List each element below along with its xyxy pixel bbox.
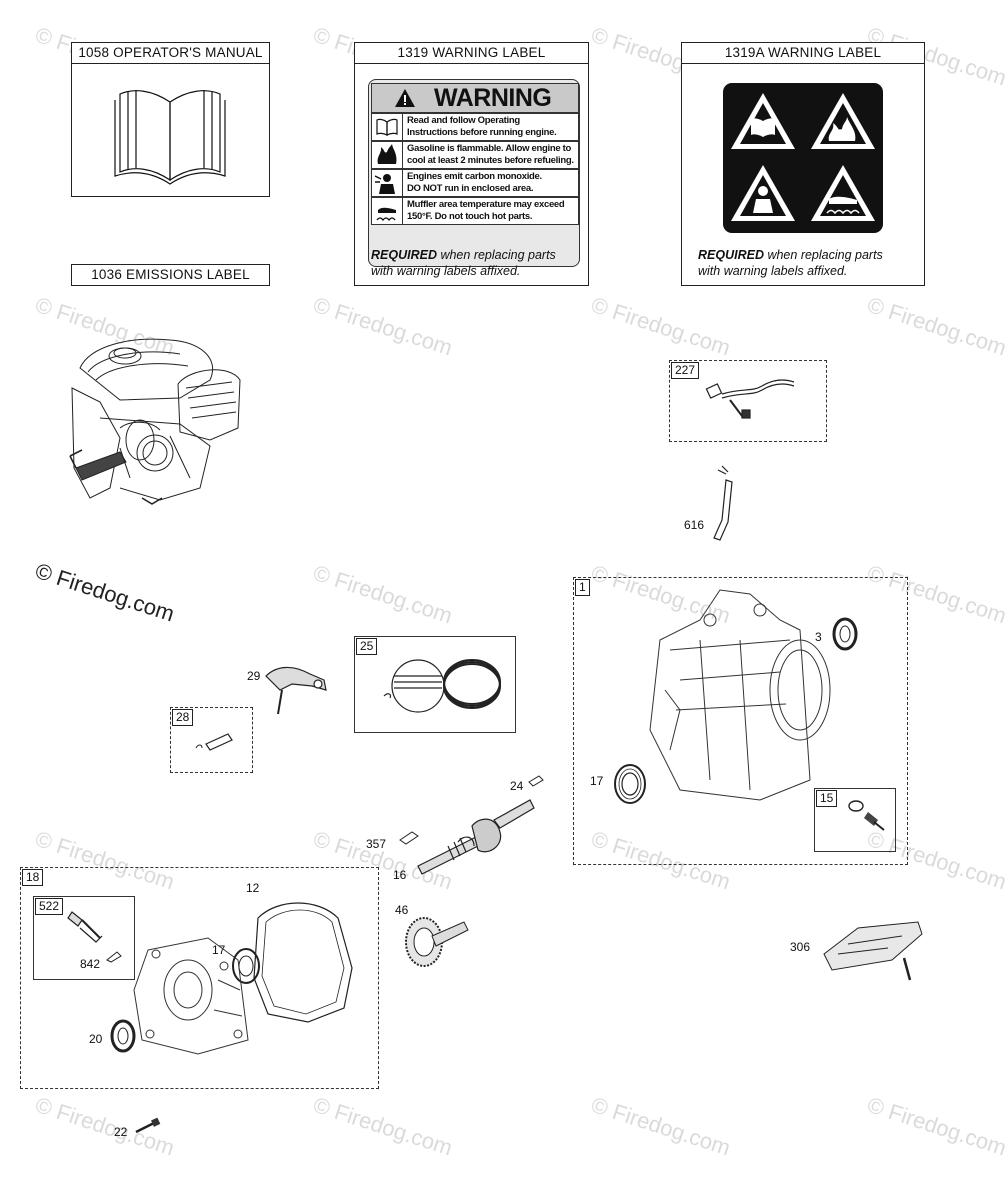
crankshaft-part <box>417 799 535 875</box>
warning-row-line: Read and follow Operating <box>407 115 520 126</box>
required-note: REQUIRED when replacing parts with warni… <box>371 247 556 279</box>
operators-manual-title: 1058 OPERATOR'S MANUAL <box>72 43 269 64</box>
warning-row-line: DO NOT run in enclosed area. <box>407 182 534 194</box>
baffle-part <box>823 921 923 981</box>
part-tag-18[interactable]: 18 <box>22 869 44 886</box>
drain-plug-part <box>848 800 885 831</box>
assembly-box-15 <box>814 788 896 852</box>
required-note-line2: with warning labels affixed. <box>371 264 521 278</box>
part-number-3[interactable]: 3 <box>815 630 822 644</box>
carbon-monoxide-warning-icon <box>731 165 795 221</box>
governor-arm-part <box>265 666 327 715</box>
key-part <box>399 831 419 845</box>
crankcase-part <box>649 589 831 801</box>
warning-label-a: 1319A WARNING LABEL REQUIRED when replac… <box>681 42 925 286</box>
part-number-24[interactable]: 24 <box>510 779 524 793</box>
assembly-box-25 <box>354 636 516 733</box>
part-tag-15[interactable]: 15 <box>816 790 838 807</box>
clip-part <box>106 951 122 963</box>
dipstick-part <box>713 465 733 541</box>
oil-seal-part <box>832 617 858 651</box>
assembly-box-28 <box>170 707 253 773</box>
crankcase-cover-part <box>133 937 249 1055</box>
warning-label-title: 1319 WARNING LABEL <box>355 43 588 64</box>
required-note-bold: REQUIRED <box>371 248 437 262</box>
engine-overview-illustration <box>69 338 241 505</box>
warning-banner-text: WARNING <box>434 84 552 112</box>
part-number-46[interactable]: 46 <box>395 903 409 917</box>
part-number-17[interactable]: 17 <box>212 943 226 957</box>
warning-label-a-title: 1319A WARNING LABEL <box>682 43 924 64</box>
warning-triangle-icon <box>395 89 415 107</box>
watermark: © Firedog.com <box>588 1092 734 1161</box>
part-number-357[interactable]: 357 <box>366 837 387 851</box>
bearing-part <box>614 764 646 804</box>
watermark-dark: © Firedog.com <box>32 558 178 627</box>
oil-seal-part <box>110 1019 136 1053</box>
warning-row-flammable: Gasoline is flammable. Allow engine to c… <box>371 141 579 169</box>
watermark: © Firedog.com <box>864 1092 1005 1161</box>
piston-pin-part <box>195 733 233 751</box>
watermark: © Firedog.com <box>310 560 456 629</box>
camshaft-gear-part <box>405 917 469 967</box>
warning-row-carbon-monoxide: Engines emit carbon monoxide. DO NOT run… <box>371 169 579 197</box>
watermark: © Firedog.com <box>310 292 456 361</box>
part-tag-1[interactable]: 1 <box>575 579 590 596</box>
part-tag-28[interactable]: 28 <box>172 709 194 726</box>
wire-harness-part <box>705 379 795 419</box>
warning-row-line: Engines emit carbon monoxide. <box>407 171 542 182</box>
watermark: © Firedog.com <box>864 292 1005 361</box>
part-number-12[interactable]: 12 <box>246 881 260 895</box>
required-note-line2: with warning labels affixed. <box>698 264 848 278</box>
part-tag-522[interactable]: 522 <box>35 898 64 915</box>
part-tag-227[interactable]: 227 <box>671 362 700 379</box>
watermark: © Firedog.com <box>588 292 734 361</box>
part-number-616[interactable]: 616 <box>684 518 705 532</box>
fire-warning-icon <box>811 93 875 149</box>
warning-label: 1319 WARNING LABEL WARNING Read and foll… <box>354 42 589 286</box>
required-note-bold: REQUIRED <box>698 248 764 262</box>
flame-icon <box>377 142 403 168</box>
warning-row-manual: Read and follow Operating Instructions b… <box>371 113 579 141</box>
part-number-306[interactable]: 306 <box>790 940 811 954</box>
operators-manual-label: 1058 OPERATOR'S MANUAL <box>71 42 270 197</box>
part-tag-25[interactable]: 25 <box>356 638 378 655</box>
required-note-rest: when replacing parts <box>763 248 883 262</box>
warning-row-line: cool at least 2 minutes before refueling… <box>407 154 574 166</box>
piston-rings-part <box>383 659 501 713</box>
bolt-part <box>135 1117 161 1134</box>
warning-row-line: 150°F. Do not touch hot parts. <box>407 210 533 222</box>
assembly-box-522 <box>33 896 135 980</box>
key-part <box>528 775 544 787</box>
pictogram-panel <box>723 83 883 233</box>
part-number-20[interactable]: 20 <box>89 1032 103 1046</box>
part-number-22[interactable]: 22 <box>114 1125 128 1139</box>
assembly-box-227 <box>669 360 827 442</box>
oil-sensor-part <box>67 911 103 943</box>
required-note-rest: when replacing parts <box>436 248 556 262</box>
part-number-16[interactable]: 16 <box>393 868 407 882</box>
warning-row-hot-muffler: Muffler area temperature may exceed 150°… <box>371 197 579 225</box>
assembly-box-18 <box>20 867 379 1089</box>
assembly-box-1 <box>573 577 908 865</box>
emissions-label: 1036 EMISSIONS LABEL <box>71 264 270 286</box>
warning-row-line: Instructions before running engine. <box>407 126 557 138</box>
part-number-17[interactable]: 17 <box>590 774 604 788</box>
emissions-label-title: 1036 EMISSIONS LABEL <box>91 267 250 282</box>
warning-row-line: Gasoline is flammable. Allow engine to <box>407 143 572 154</box>
gasket-part <box>253 902 353 1023</box>
book-warning-icon <box>731 93 795 149</box>
required-note: REQUIRED when replacing parts with warni… <box>698 247 883 279</box>
hot-surface-warning-icon <box>811 165 875 221</box>
part-number-29[interactable]: 29 <box>247 669 261 683</box>
part-number-842[interactable]: 842 <box>80 957 101 971</box>
book-icon <box>114 90 226 185</box>
hot-surface-icon <box>376 198 403 224</box>
warning-banner: WARNING <box>371 83 579 113</box>
carbon-monoxide-icon <box>374 170 403 196</box>
watermark: © Firedog.com <box>310 1092 456 1161</box>
warning-row-line: Muffler area temperature may exceed <box>407 199 565 210</box>
book-icon <box>376 114 403 140</box>
